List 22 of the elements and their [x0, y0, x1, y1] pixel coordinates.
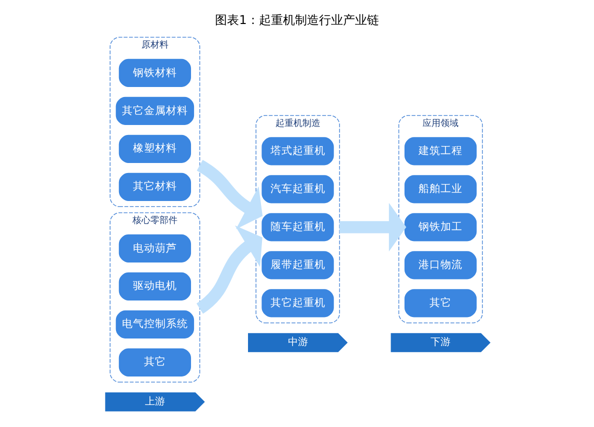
node-box: 汽车起重机 [262, 175, 334, 204]
node-box: 电动葫芦 [118, 234, 192, 262]
node-box: 港口物流 [404, 251, 477, 280]
node-box: 船舶工业 [404, 175, 477, 204]
diagram-title: 图表1：起重机制造行业产业链 [215, 13, 379, 28]
node-box: 其它 [404, 289, 477, 318]
node-box: 其它金属材料 [116, 96, 194, 125]
node-box: 塔式起重机 [262, 137, 334, 166]
arrow [196, 225, 262, 314]
node-box: 其它起重机 [262, 289, 334, 318]
node-box: 其它 [118, 348, 192, 376]
node-box: 钢铁加工 [404, 213, 477, 242]
node-box: 橡塑材料 [118, 134, 192, 163]
node-box: 随车起重机 [262, 213, 334, 242]
arrow [340, 202, 406, 252]
node-box: 电气控制系统 [116, 310, 194, 338]
arrow [196, 160, 263, 230]
node-box: 钢铁材料 [118, 58, 192, 87]
node-box: 其它材料 [118, 172, 192, 201]
node-box: 驱动电机 [118, 272, 192, 300]
node-box: 建筑工程 [404, 137, 477, 166]
node-box: 履带起重机 [262, 251, 334, 280]
